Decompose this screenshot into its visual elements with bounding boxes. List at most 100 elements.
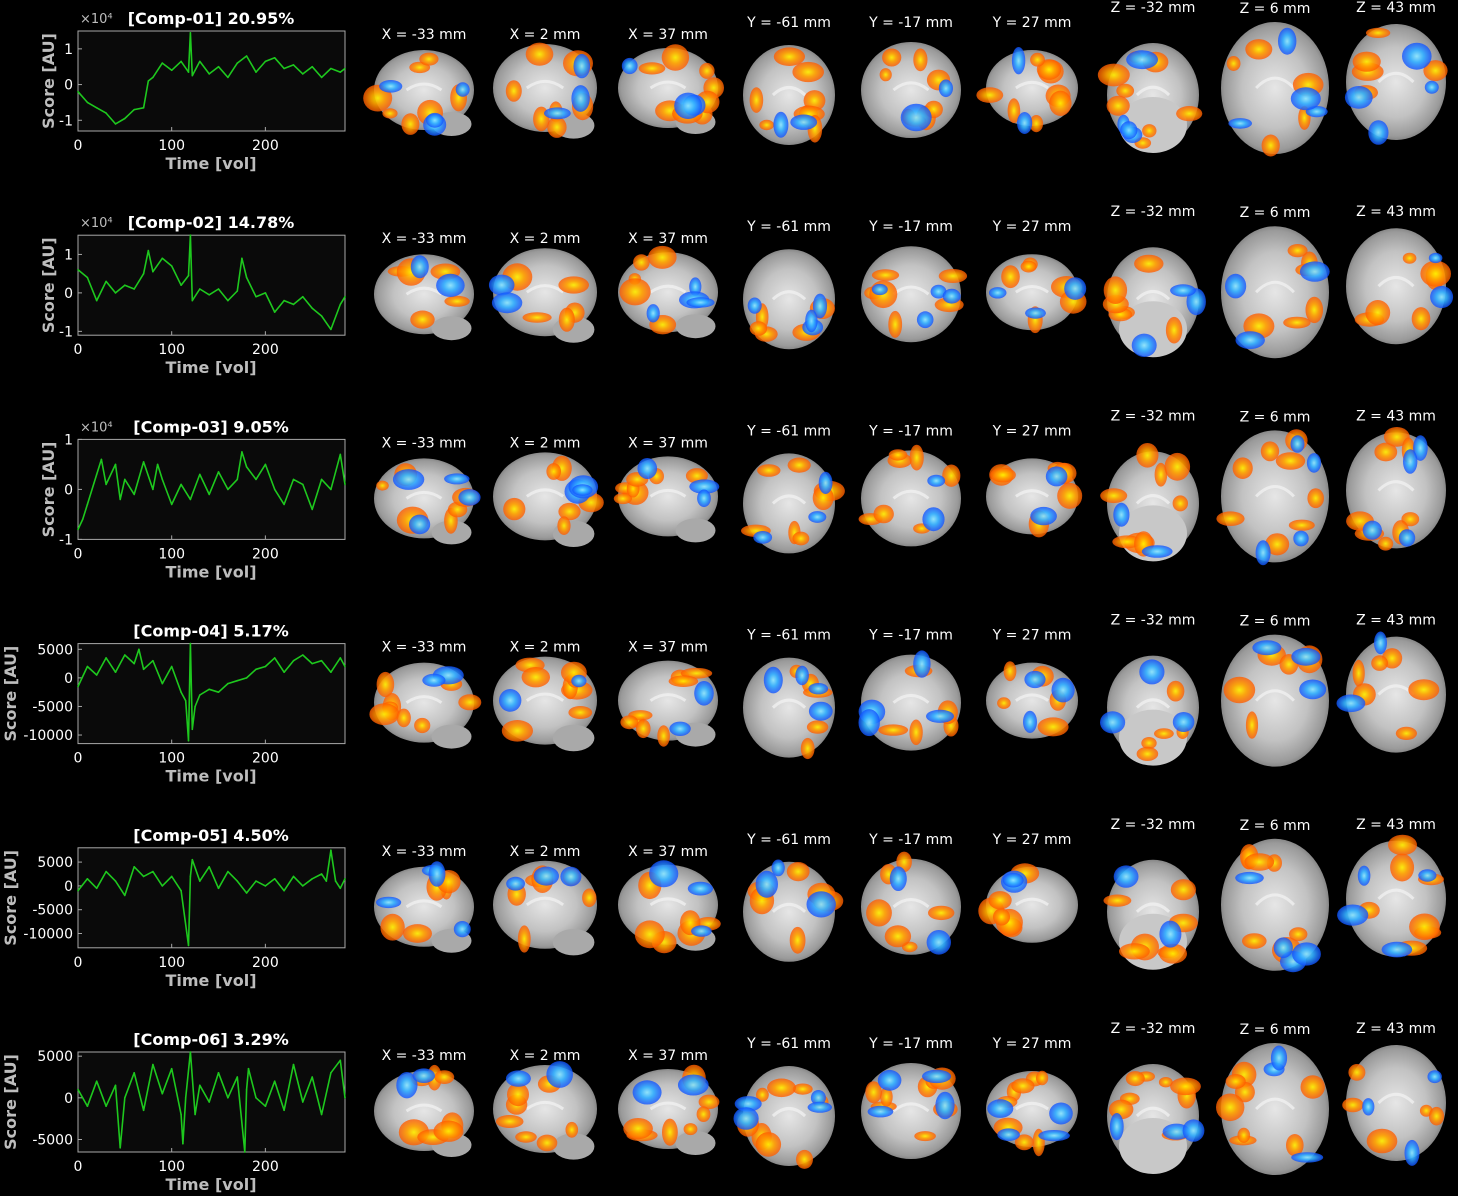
negative-activation-cluster (930, 284, 947, 299)
negative-activation-cluster (1403, 449, 1418, 474)
negative-activation-cluster (637, 458, 658, 479)
brain-slice-sagittal: X = 2 mm (488, 231, 597, 343)
positive-activation-cluster (380, 913, 405, 941)
slice-coordinate-label: Z = -32 mm (1111, 817, 1196, 833)
data-point (292, 64, 295, 66)
negative-activation-cluster (1235, 331, 1265, 349)
positive-activation-cluster (1305, 296, 1324, 324)
data-point (241, 257, 243, 260)
positive-activation-cluster (1106, 95, 1130, 116)
positive-activation-cluster (888, 449, 908, 461)
data-point (330, 67, 332, 70)
data-point (152, 76, 154, 79)
negative-activation-cluster (1131, 333, 1157, 357)
positive-activation-cluster (773, 47, 806, 66)
negative-activation-cluster (810, 1090, 826, 1106)
negative-activation-cluster (621, 57, 638, 75)
data-point (311, 307, 314, 310)
data-point (320, 873, 323, 875)
negative-activation-cluster (1270, 1045, 1288, 1071)
brain-slice-axial: Z = -32 mm (1100, 408, 1199, 562)
ventricle (405, 695, 443, 704)
y-tick-label: 1 (64, 42, 73, 58)
positive-activation-cluster (1245, 711, 1259, 739)
positive-activation-cluster (1158, 1077, 1173, 1088)
slice-coordinate-label: X = 37 mm (628, 844, 708, 860)
data-point (264, 60, 267, 63)
data-point (283, 503, 285, 506)
negative-activation-cluster (1109, 1113, 1124, 1141)
positive-activation-cluster (1103, 276, 1128, 304)
negative-activation-cluster (455, 82, 470, 97)
slice-coordinate-label: Y = -61 mm (746, 219, 831, 235)
data-point (170, 875, 173, 878)
negative-activation-cluster (1292, 942, 1321, 966)
brain-slice-coronal: Y = -17 mm (861, 1036, 961, 1159)
positive-activation-cluster (536, 1134, 558, 1152)
data-point (245, 677, 248, 679)
negative-activation-cluster (812, 293, 828, 319)
data-point (311, 1076, 314, 1078)
plot-area (77, 847, 346, 949)
positive-activation-cluster (1097, 63, 1130, 87)
negative-activation-cluster (805, 309, 818, 333)
negative-activation-cluster (927, 474, 946, 487)
positive-activation-cluster (1395, 726, 1417, 740)
positive-activation-cluster (1226, 56, 1241, 71)
negative-activation-cluster (795, 665, 809, 686)
positive-activation-cluster (792, 1083, 813, 1095)
negative-activation-cluster (1368, 120, 1389, 145)
data-point (114, 463, 117, 466)
positive-activation-cluster (756, 1087, 769, 1102)
brain-slice-axial: Z = 6 mm (1221, 818, 1329, 973)
negative-activation-cluster (755, 870, 778, 898)
data-point (245, 466, 248, 468)
data-point (191, 728, 194, 731)
negative-activation-cluster (987, 1099, 1014, 1118)
positive-activation-cluster (1049, 90, 1072, 117)
ventricle (1135, 494, 1171, 505)
negative-activation-cluster (632, 1080, 662, 1105)
brain-slice-coronal: Y = 27 mm (986, 628, 1078, 739)
positive-activation-cluster (525, 42, 554, 66)
brain-slice-sagittal: X = 2 mm (493, 1048, 597, 1160)
brain-slice-coronal: Y = -61 mm (741, 423, 845, 554)
ventricle (1135, 902, 1171, 913)
brain-slice-coronal: Y = 27 mm (978, 832, 1078, 943)
positive-activation-cluster (865, 1081, 882, 1104)
x-tick-label: 100 (158, 546, 185, 562)
slice-coordinate-label: X = 37 mm (628, 640, 708, 656)
cerebellum (552, 724, 595, 752)
data-point (86, 101, 89, 104)
data-point (189, 32, 192, 34)
positive-activation-cluster (1014, 1134, 1034, 1151)
slice-coordinate-label: X = 2 mm (510, 844, 581, 860)
slice-coordinate-label: Z = 6 mm (1240, 818, 1311, 834)
positive-activation-cluster (786, 862, 810, 882)
data-point (138, 648, 140, 651)
data-point (142, 272, 145, 275)
ventricle (771, 1107, 807, 1118)
slice-coordinate-label: Y = -17 mm (868, 219, 953, 235)
positive-activation-cluster (879, 68, 892, 82)
negative-activation-cluster (573, 53, 591, 79)
ventricle (525, 488, 565, 498)
y-tick-label: 0 (64, 1091, 73, 1107)
ventricle (405, 286, 443, 296)
positive-activation-cluster (515, 1131, 537, 1143)
negative-activation-cluster (1030, 506, 1057, 526)
ventricle (649, 284, 687, 294)
x-axis-label: Time [vol] (165, 767, 256, 786)
slice-coordinate-label: Z = 43 mm (1356, 408, 1436, 424)
brain-slice-sagittal: X = -33 mm (374, 435, 481, 545)
brain-slice-axial: Z = 43 mm (1342, 1021, 1446, 1166)
y-axis-label: Score [AU] (39, 441, 58, 537)
slice-coordinate-label: X = -33 mm (382, 1048, 467, 1064)
negative-activation-cluster (1225, 273, 1247, 299)
data-point (236, 290, 239, 292)
ventricle (1377, 888, 1415, 900)
y-tick-label: 0 (64, 286, 73, 302)
negative-activation-cluster (916, 311, 934, 329)
data-point (105, 1105, 107, 1107)
negative-activation-cluster (687, 881, 714, 896)
